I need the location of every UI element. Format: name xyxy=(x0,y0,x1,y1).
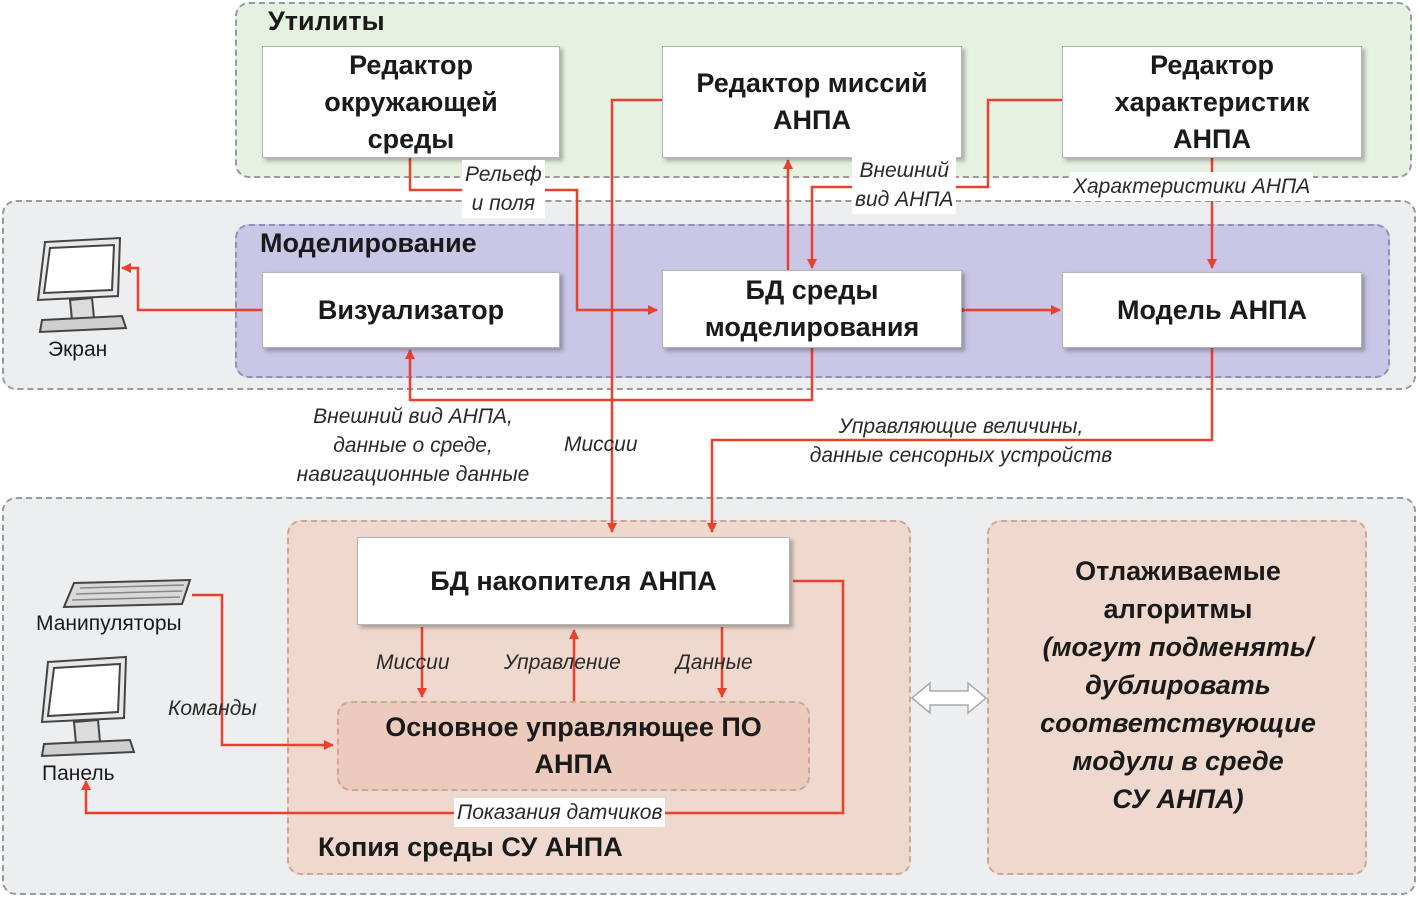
arrow-appearance-to-db xyxy=(807,98,1062,269)
algorithms-line-2: алгоритмы xyxy=(1103,594,1253,624)
auv-model-box[interactable]: Модель АНПА xyxy=(1062,272,1362,348)
label-control-values-line-2: данные сенсорных устройств xyxy=(809,444,1113,467)
label-visual-data-line-3: навигационные данные xyxy=(296,463,530,486)
label-inner-control: Управление xyxy=(504,651,621,674)
algorithms-line-4: дублировать xyxy=(1085,670,1271,700)
screen-monitor-icon xyxy=(36,236,128,334)
characteristics-editor-box[interactable]: Редактор характеристик АНПА xyxy=(1062,46,1362,158)
label-inner-missions: Миссии xyxy=(376,651,450,674)
label-relief: Рельеф и поля xyxy=(462,160,545,218)
characteristics-editor-line-3: АНПА xyxy=(1173,123,1251,154)
algorithms-line-5: соответствующие xyxy=(1040,708,1316,738)
panel-monitor-icon xyxy=(40,655,136,758)
mission-editor-line-1: Редактор миссий xyxy=(696,68,928,98)
label-appearance-line-1: Внешний xyxy=(859,159,950,182)
label-control-values-line-1: Управляющие величины, xyxy=(838,415,1084,438)
visualizer-label: Визуализатор xyxy=(317,294,505,325)
label-visual-data-line-1: Внешний вид АНПА, xyxy=(313,405,513,428)
environment-editor-line-3: среды xyxy=(367,123,455,154)
utilities-title: Утилиты xyxy=(268,6,385,36)
main-software-line-1: Основное управляющее ПО xyxy=(385,712,762,742)
arrow-model-storage xyxy=(707,341,1217,533)
characteristics-editor-line-2: характеристик xyxy=(1114,86,1310,117)
arrow-commands xyxy=(192,593,334,750)
simulation-db-line-2: моделирования xyxy=(704,312,920,342)
label-appearance-line-2: вид АНПА xyxy=(855,188,954,211)
label-commands: Команды xyxy=(168,697,257,720)
screen-label: Экран xyxy=(48,338,108,361)
algorithms-line-3: (могут подменять/ xyxy=(1042,632,1314,662)
auv-model-label: Модель АНПА xyxy=(1117,294,1307,325)
simulation-db-line-1: БД среды xyxy=(745,275,879,305)
label-control-values: Управляющие величины, данные сенсорных у… xyxy=(780,412,1142,470)
storage-db-box[interactable]: БД накопителя АНПА xyxy=(357,537,790,625)
panel-label: Панель xyxy=(42,762,115,785)
environment-editor-line-1: Редактор xyxy=(349,49,473,80)
arrow-visualizer-to-screen xyxy=(121,263,262,312)
keyboard-icon xyxy=(62,578,192,609)
arrow-relief-to-db xyxy=(408,158,658,315)
mission-editor-box[interactable]: Редактор миссий АНПА xyxy=(662,46,962,158)
label-characteristics: Характеристики АНПА xyxy=(1070,172,1314,201)
label-relief-line-1: Рельеф xyxy=(465,163,542,186)
copy-title: Копия среды СУ АНПА xyxy=(318,832,623,862)
algorithms-panel xyxy=(987,520,1367,875)
manipulators-label: Манипуляторы xyxy=(36,612,182,635)
label-appearance: Внешний вид АНПА xyxy=(852,156,957,214)
storage-db-label: БД накопителя АНПА xyxy=(430,565,717,596)
algorithms-line-7: СУ АНПА) xyxy=(1112,784,1244,814)
label-visual-data: Внешний вид АНПА, данные о среде, навига… xyxy=(258,402,568,489)
simulation-db-box[interactable]: БД среды моделирования xyxy=(662,270,962,348)
arrow-missions-to-storage xyxy=(607,98,662,533)
algorithms-line-1: Отлаживаемые xyxy=(1075,556,1281,586)
algorithms-text: Отлаживаемые алгоритмы (могут подменять/… xyxy=(990,552,1366,818)
label-inner-data: Данные xyxy=(676,651,753,674)
modeling-title: Моделирование xyxy=(260,228,477,258)
visualizer-box[interactable]: Визуализатор xyxy=(262,272,560,348)
bidirectional-hollow-arrow xyxy=(910,681,988,715)
label-relief-line-2: и поля xyxy=(471,192,535,215)
environment-editor-line-2: окружающей xyxy=(324,86,498,117)
characteristics-editor-line-1: Редактор xyxy=(1150,49,1274,80)
main-software-box[interactable]: Основное управляющее ПО АНПА xyxy=(337,701,810,791)
label-missions: Миссии xyxy=(564,433,638,456)
environment-editor-box[interactable]: Редактор окружающей среды xyxy=(262,46,560,158)
algorithms-line-6: модули в среде xyxy=(1072,746,1284,776)
label-sensor-readings: Показания датчиков xyxy=(454,798,666,827)
arrow-sensor-readings xyxy=(81,579,845,815)
label-visual-data-line-2: данные о среде, xyxy=(333,434,493,457)
mission-editor-line-2: АНПА xyxy=(773,105,851,135)
main-software-line-2: АНПА xyxy=(534,749,613,779)
